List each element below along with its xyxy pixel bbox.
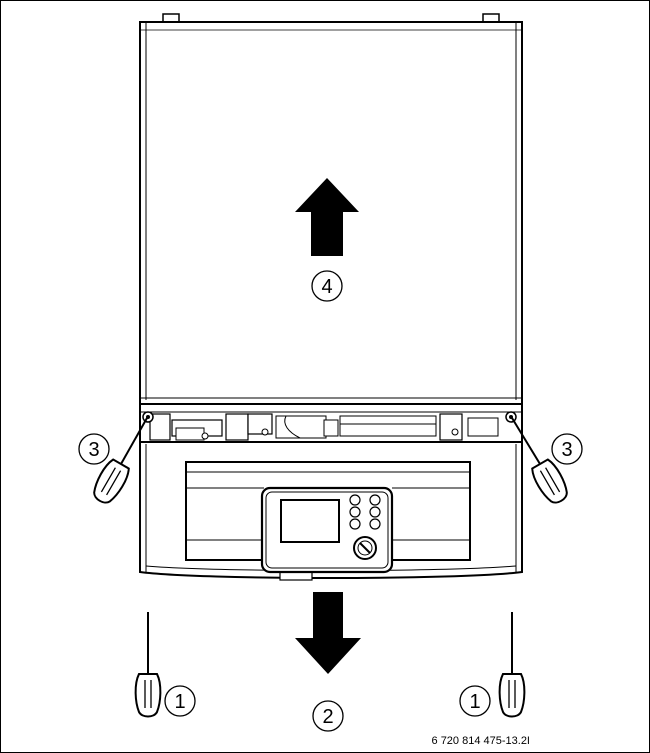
svg-text:3: 3 bbox=[88, 439, 99, 461]
cover-top-tabs bbox=[162, 13, 500, 23]
callout-2: 2 bbox=[312, 700, 344, 732]
callout-1-right: 1 bbox=[459, 685, 491, 717]
svg-text:4: 4 bbox=[321, 276, 332, 298]
screwdriver-icon bbox=[511, 417, 573, 508]
figure-id: 6 720 814 475-13.2I bbox=[431, 735, 530, 747]
screwdriver-icon bbox=[134, 612, 162, 718]
callout-3-right: 3 bbox=[551, 433, 583, 465]
arrow-up-icon bbox=[295, 178, 359, 256]
front-cover bbox=[139, 21, 523, 405]
callout-3-left: 3 bbox=[78, 433, 110, 465]
control-knob bbox=[353, 536, 377, 560]
svg-text:1: 1 bbox=[174, 691, 185, 713]
screwdriver-icon bbox=[88, 417, 148, 508]
screwdriver-icon bbox=[498, 612, 526, 718]
svg-text:2: 2 bbox=[322, 706, 333, 728]
boiler-internals bbox=[139, 403, 523, 443]
callout-4: 4 bbox=[311, 270, 343, 302]
callout-1-left: 1 bbox=[164, 685, 196, 717]
control-panel bbox=[185, 461, 471, 574]
svg-text:1: 1 bbox=[469, 691, 480, 713]
control-buttons bbox=[349, 494, 381, 530]
svg-text:3: 3 bbox=[561, 439, 572, 461]
arrow-down-icon bbox=[295, 592, 361, 674]
